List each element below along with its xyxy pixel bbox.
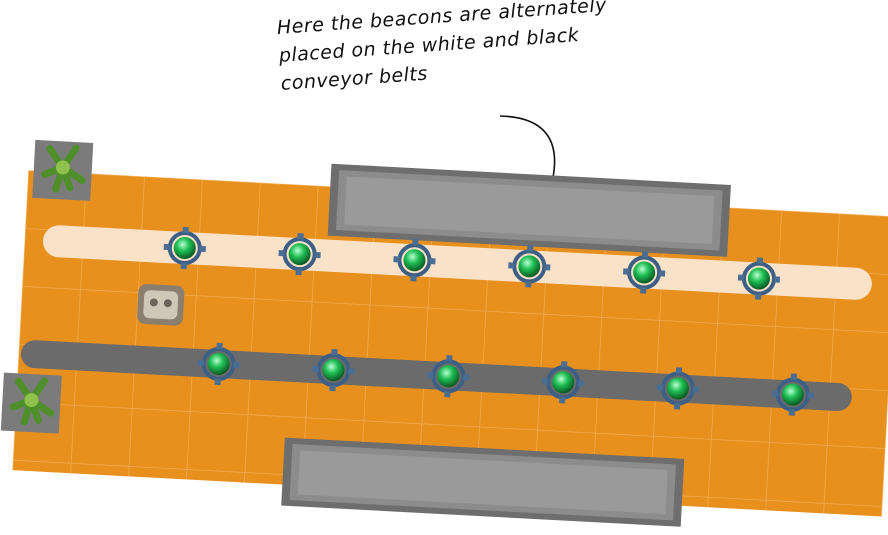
beacon-icon [623,251,666,294]
beacon-icon [771,373,814,416]
beacon-icon [197,342,240,386]
robot-icon[interactable] [137,284,185,326]
beacon-icon [656,367,700,410]
beacon-icon [312,348,355,392]
bottom-wall [281,437,685,527]
beacon-icon [427,355,470,398]
plant-icon [0,372,62,434]
beacon-icon [542,361,585,404]
game-board [0,139,888,527]
plant-icon [32,139,94,201]
beacon-icon [163,226,206,270]
beacon-icon [393,239,436,282]
beacon-icon [737,257,781,300]
beacon-icon [278,233,321,276]
black-conveyor-belt [20,340,852,411]
white-conveyor-belt [42,225,872,300]
beacon-icon [508,245,551,288]
beacons [163,226,814,416]
top-wall [327,163,731,257]
